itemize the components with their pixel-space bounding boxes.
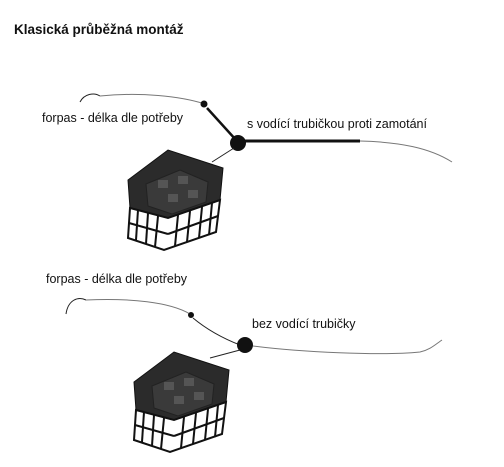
bead-stop	[188, 312, 194, 318]
rig-bottom	[65, 298, 443, 453]
leader-line-lower	[192, 317, 241, 346]
swivel-bead	[237, 337, 253, 353]
leader-line	[85, 299, 191, 315]
bottom-leader-label: forpas - délka dle potřeby	[46, 272, 188, 286]
bottom-tube-label: bez vodící trubičky	[252, 317, 356, 331]
top-tube-label: s vodící trubičkou proti zamotání	[247, 117, 427, 131]
main-line	[359, 140, 453, 163]
hook-icon	[65, 298, 87, 315]
swivel-bead	[230, 135, 246, 151]
rig-top	[79, 93, 453, 251]
bead-stop	[200, 100, 208, 108]
leader-rod	[206, 107, 237, 141]
main-line	[252, 339, 443, 355]
leader-line	[99, 93, 206, 105]
hook-icon	[79, 93, 101, 103]
page-title: Klasická průběžná montáž	[14, 22, 184, 37]
feeder-cage-icon	[127, 149, 224, 251]
feeder-cage-icon	[133, 351, 230, 453]
top-leader-label: forpas - délka dle potřeby	[42, 111, 184, 125]
